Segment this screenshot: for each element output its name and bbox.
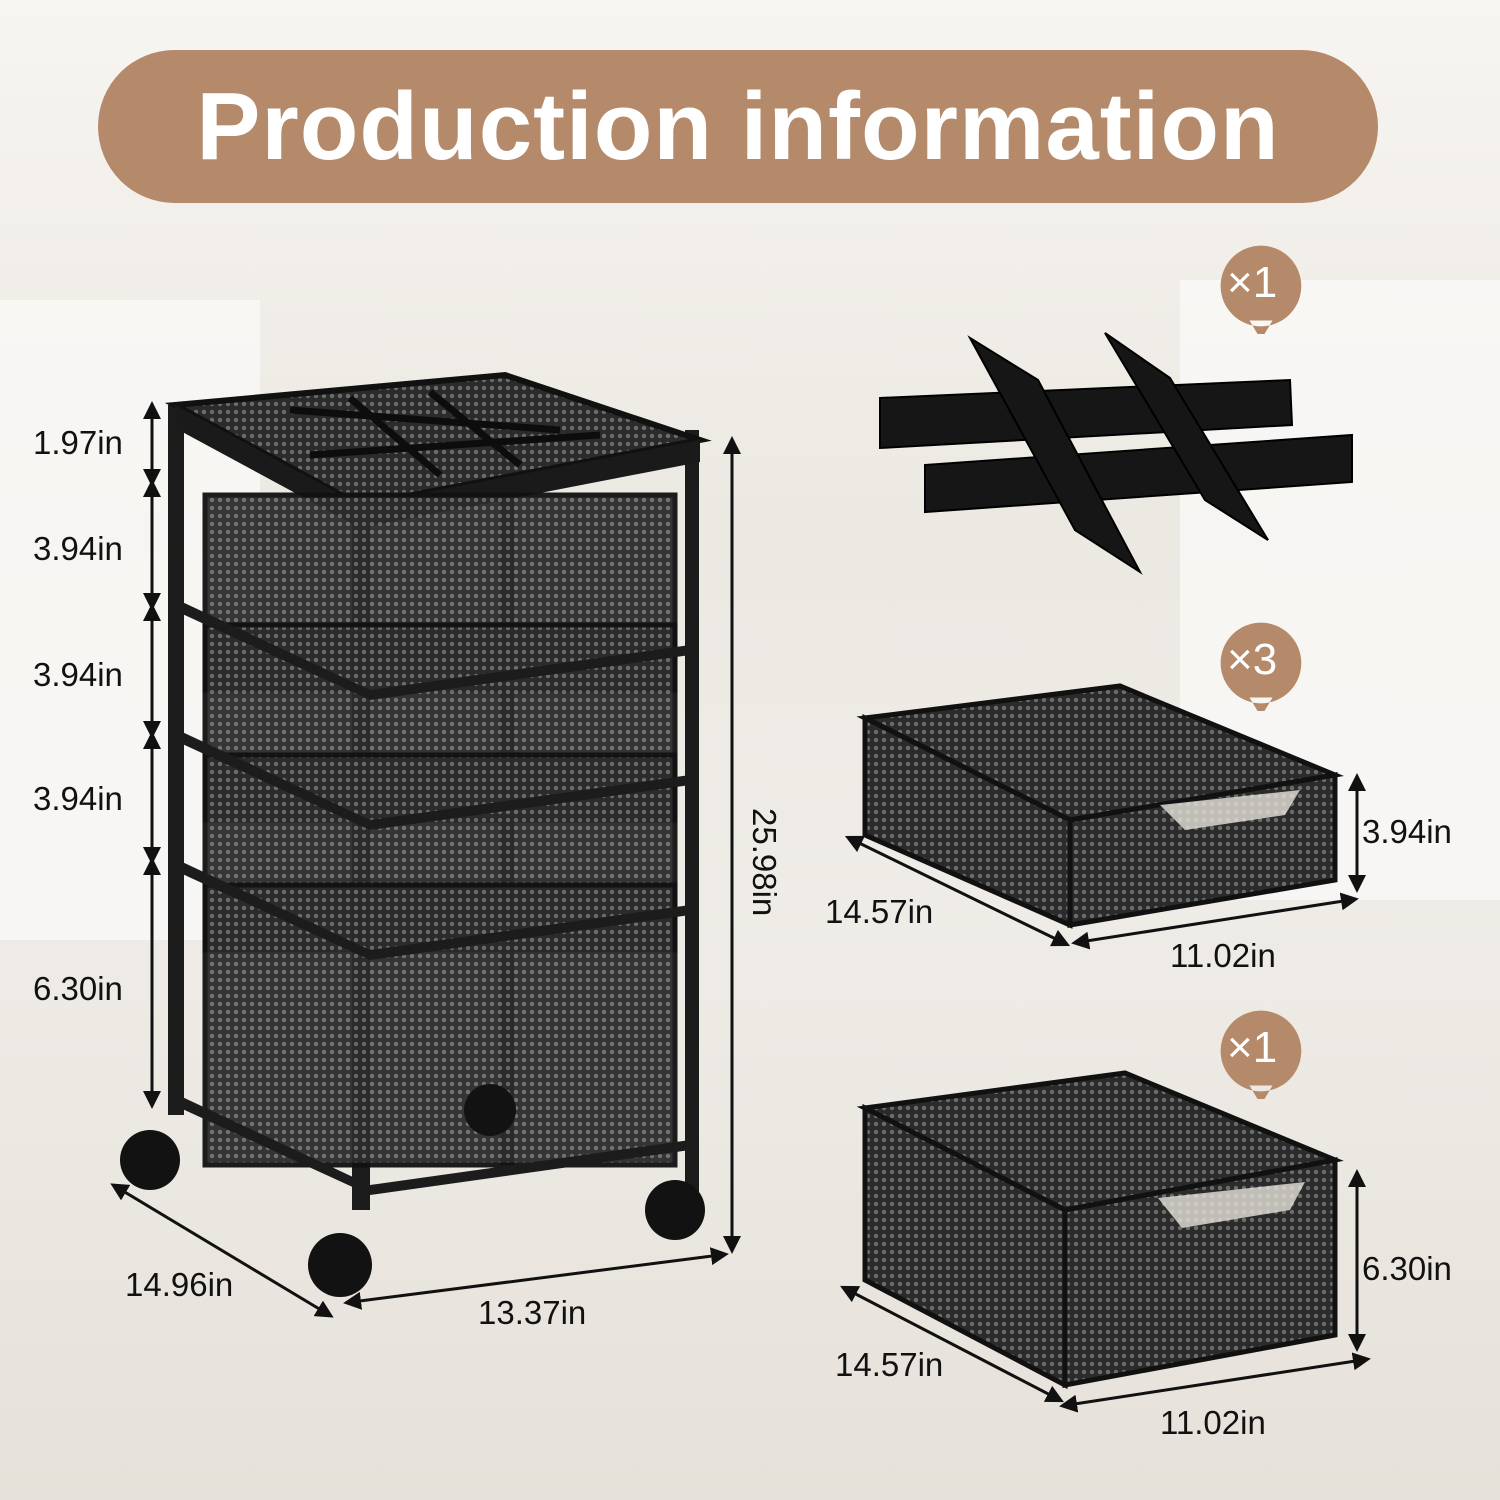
small-drawer-height: 3.94in [1362, 813, 1452, 850]
large-drawer-depth: 14.57in [835, 1346, 944, 1383]
small-drawer-dimension-lines [844, 773, 1366, 950]
large-drawer-height: 6.30in [1362, 1250, 1452, 1287]
quantity-badge-divider [1220, 245, 1302, 334]
quantity-badge-large-drawer [1220, 1010, 1302, 1099]
cart-depth: 14.96in [125, 1266, 234, 1303]
divider-part [879, 332, 1353, 575]
quantity-small-drawer: ×3 [1227, 635, 1278, 684]
page-title: Production information [196, 72, 1280, 180]
small-drawer-part [856, 683, 1344, 929]
cart-total-height: 25.98in [746, 808, 783, 917]
large-drawer-dimension-lines [840, 1169, 1371, 1413]
small-drawer-width: 11.02in [1170, 937, 1276, 974]
cart-height-drawer-2: 3.94in [33, 656, 123, 693]
title-banner: Production information [98, 50, 1378, 203]
cart-width: 13.37in [478, 1294, 587, 1331]
large-drawer-width: 11.02in [1160, 1404, 1266, 1441]
quantity-large-drawer: ×1 [1227, 1023, 1278, 1072]
large-drawer-part [856, 1070, 1344, 1390]
cart-height-drawer-1: 3.94in [33, 530, 123, 567]
cart-height-drawer-4: 6.30in [33, 970, 123, 1007]
cart-height-top-tray: 1.97in [33, 424, 123, 461]
quantity-divider: ×1 [1227, 258, 1278, 307]
cart-height-drawer-3: 3.94in [33, 780, 123, 817]
quantity-badge-small-drawer [1220, 622, 1302, 711]
cart-dimension-lines [110, 401, 741, 1318]
storage-cart [120, 371, 712, 1297]
small-drawer-depth: 14.57in [825, 893, 934, 930]
